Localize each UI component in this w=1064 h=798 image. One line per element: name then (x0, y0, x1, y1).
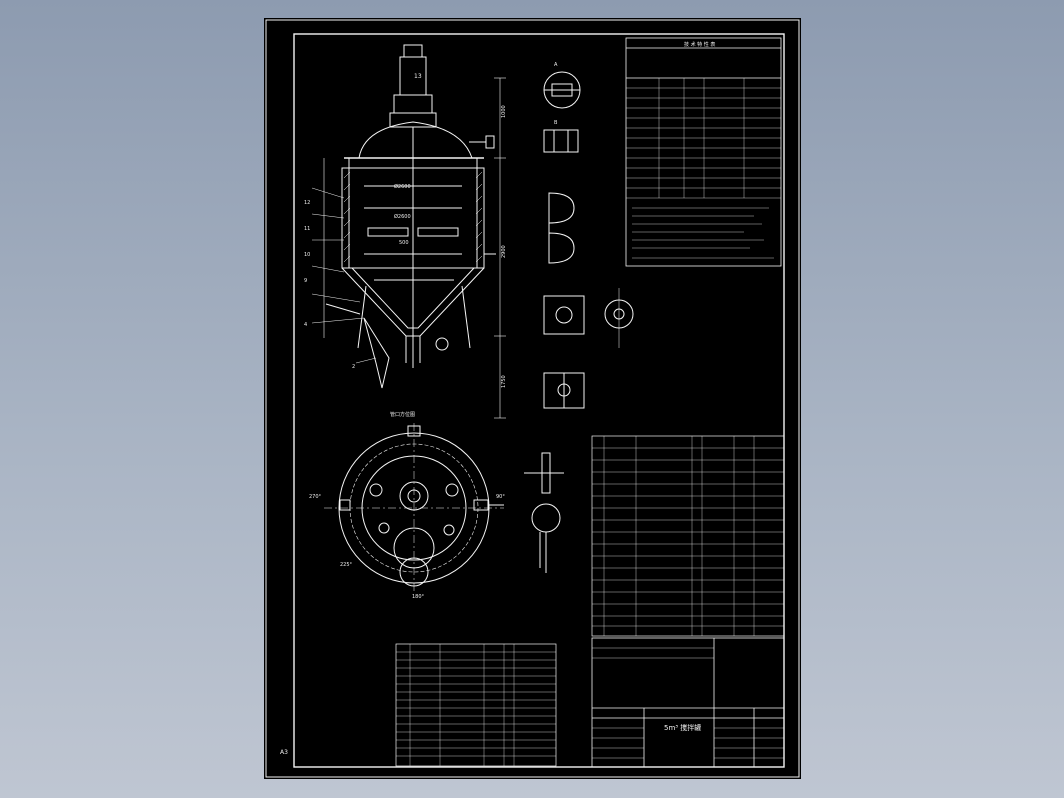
drawing-sheet: 13 1000 2900 1750 Ø2600 Ø2600 500 12 11 … (264, 18, 801, 779)
tech-table-header: 技 术 特 性 表 (684, 41, 715, 48)
sheet-size-label: A3 (280, 749, 288, 756)
detail-a-label: A (554, 62, 558, 68)
leader-12: 12 (304, 200, 310, 206)
top-view-label: 管口方位图 (390, 411, 415, 418)
title-block (591, 637, 785, 768)
leader-4: 4 (304, 322, 307, 328)
dim-middle: 2900 (501, 245, 507, 258)
sheet-outer-border (265, 19, 800, 778)
dim-diameter-2: Ø2600 (394, 213, 411, 220)
leader-9: 9 (304, 278, 307, 284)
detail-sketches (524, 71, 634, 573)
angle-180: 180° (412, 594, 425, 600)
dim-diameter-1: Ø2600 (394, 183, 411, 190)
nozzle-orientation-view (324, 423, 504, 593)
dim-500: 500 (399, 240, 409, 246)
drawing-title: 5m³ 搅拌罐 (664, 723, 701, 732)
angle-225: 225° (340, 562, 353, 568)
cad-drawing: 13 1000 2900 1750 Ø2600 Ø2600 500 12 11 … (265, 19, 800, 778)
leader-10: 10 (304, 252, 310, 258)
angle-90: 90° (496, 494, 505, 500)
angle-270: 270° (309, 494, 322, 500)
dim-bottom: 1750 (501, 375, 507, 388)
bill-of-materials (591, 435, 785, 637)
detail-b-label: B (554, 120, 558, 126)
nozzle-table (395, 643, 557, 767)
leader-11: 11 (304, 226, 310, 232)
tech-characteristics-table (625, 37, 782, 267)
vessel-elevation (311, 44, 506, 419)
leader-13-16: 13 (414, 73, 422, 80)
dim-top: 1000 (501, 105, 507, 118)
leader-2: 2 (352, 364, 355, 370)
drawing-frame (293, 33, 785, 768)
